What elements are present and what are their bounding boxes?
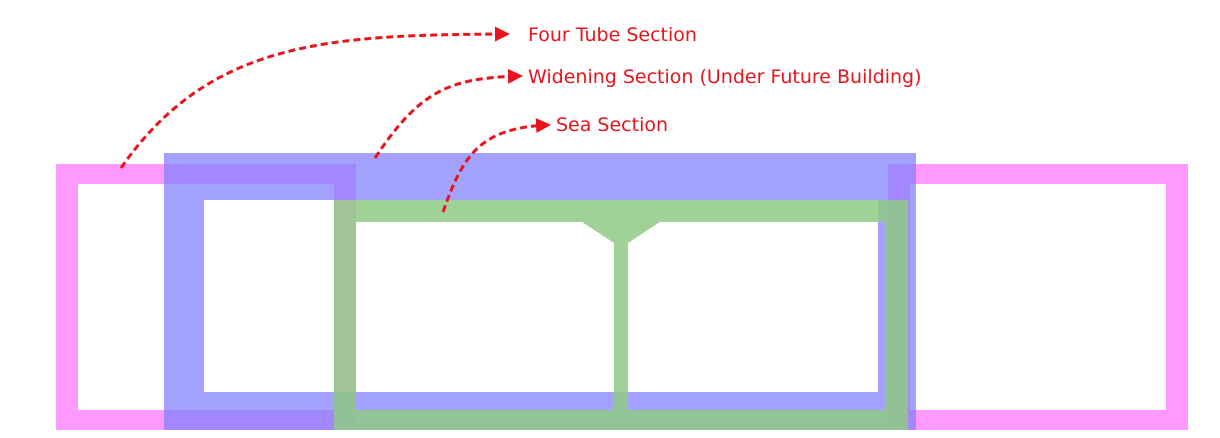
widening-section-label: Widening Section (Under Future Building) [528, 66, 922, 88]
widening-section-outline [164, 153, 916, 430]
sea-section-outline [334, 200, 908, 430]
sea-leader-line [441, 118, 551, 213]
four-tube-right-box [888, 164, 1188, 430]
annotation-leaders [119, 26, 551, 213]
four-tube-leader-line [119, 26, 510, 169]
sea-section-frame [334, 200, 908, 430]
sea-section-label: Sea Section [556, 114, 669, 136]
widening-section-frame [164, 153, 916, 430]
four-tube-left-box [56, 164, 356, 430]
widening-leader-line [373, 68, 523, 159]
four-tube-section-label: Four Tube Section [528, 24, 697, 46]
